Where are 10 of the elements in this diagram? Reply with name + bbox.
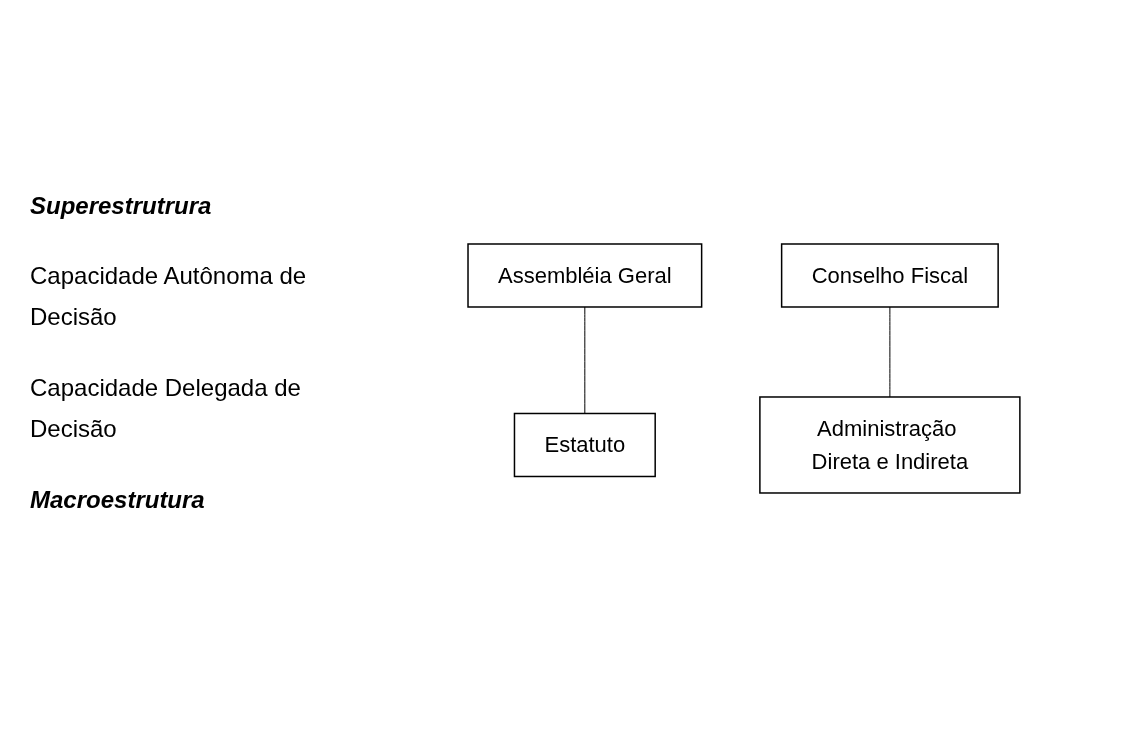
note-text: Capacidade Delegada de Decisão: [30, 373, 302, 444]
connector: [889, 306, 891, 397]
node-box: Assembléia Geral: [467, 242, 703, 308]
section-heading: Superestrutrura: [30, 190, 213, 221]
node-box: Conselho Fiscal: [780, 242, 999, 308]
note-text: Capacidade Autônoma de Decisão: [30, 261, 308, 333]
connector: [584, 306, 586, 414]
section-heading: Macroestrutura: [30, 484, 206, 515]
node-box: Administração Direta e Indireta: [759, 395, 1021, 494]
node-box: Estatuto: [513, 412, 656, 477]
